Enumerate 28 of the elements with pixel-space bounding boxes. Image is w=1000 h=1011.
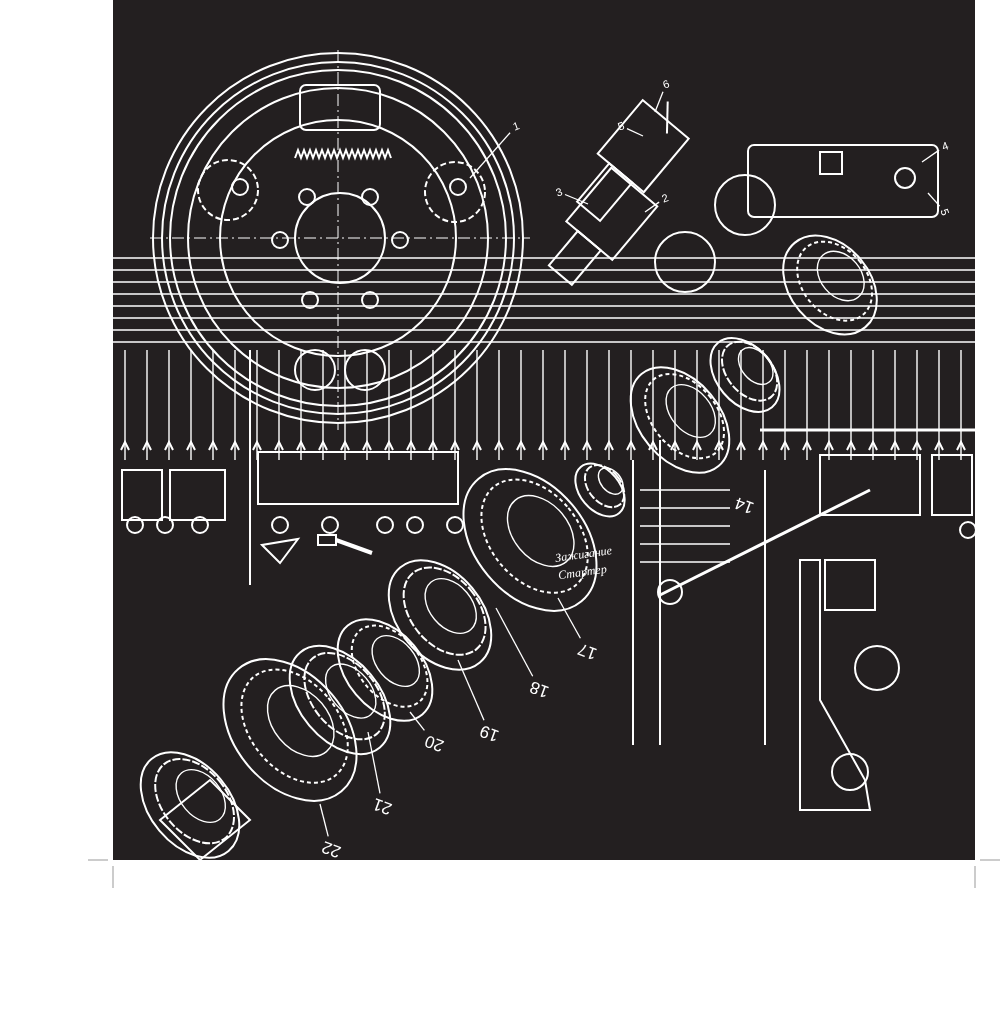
- callout-number: 17: [575, 639, 600, 663]
- note-text: Стартер: [557, 562, 608, 583]
- callout-number: 3: [554, 185, 564, 199]
- callout-number: 4: [940, 139, 950, 153]
- leader-line: [367, 731, 381, 794]
- leader-line: [644, 201, 660, 213]
- callout-number: 20: [422, 731, 447, 755]
- leader-line: [319, 803, 329, 837]
- leader-line: [564, 193, 589, 205]
- leader-line: [927, 192, 941, 207]
- leader-line: [654, 91, 664, 113]
- callout-number: 6: [661, 77, 671, 91]
- leader-line: [409, 711, 426, 731]
- callout-number: 1: [511, 119, 521, 133]
- callout-number: 19: [477, 721, 502, 745]
- callout-number: 21: [370, 794, 395, 818]
- leader-line: [626, 128, 644, 137]
- leader-line: [469, 132, 511, 179]
- leader-line: [921, 149, 940, 163]
- callout-number: 18: [527, 677, 552, 701]
- leader-line: [495, 607, 534, 677]
- callout-number: 14: [732, 493, 757, 517]
- leader-line: [557, 597, 582, 639]
- callout-number: 22: [319, 837, 344, 861]
- note-text: Зажигание: [554, 544, 613, 565]
- callout-number: 5: [938, 207, 952, 217]
- callout-number: 2: [660, 191, 670, 205]
- leader-line: [457, 659, 485, 721]
